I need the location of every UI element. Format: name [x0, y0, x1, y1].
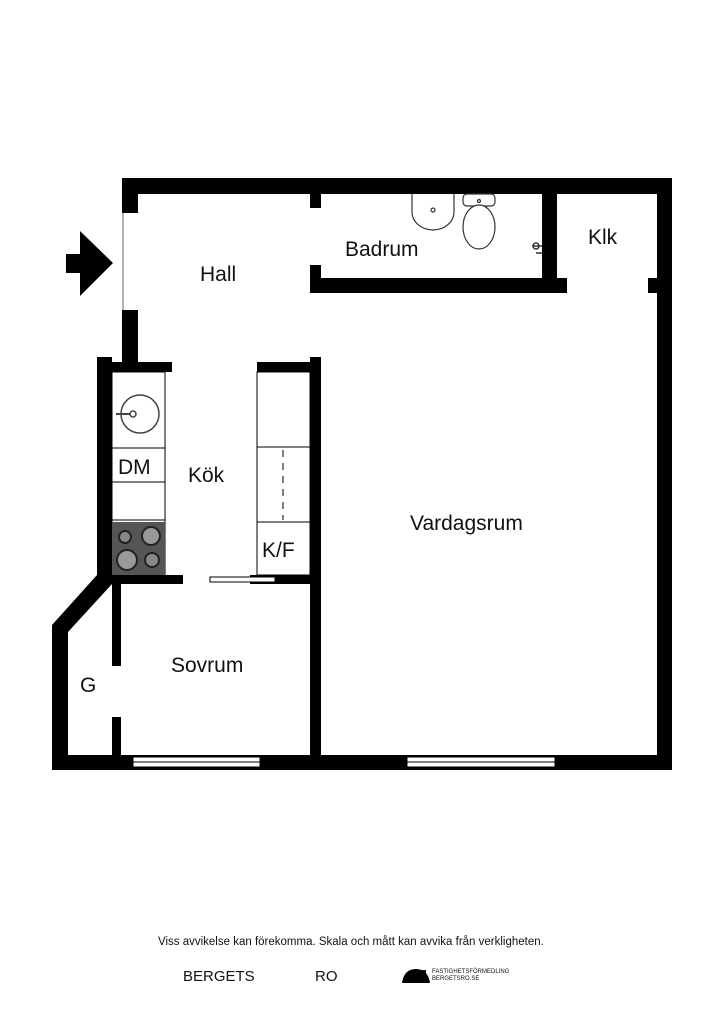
wall-klk-stub	[648, 278, 658, 293]
sliding-door	[209, 576, 276, 583]
wall-hall-left-upper	[122, 178, 138, 213]
wall-angled	[52, 575, 112, 770]
wall-sovrum-left-lower	[112, 717, 121, 757]
logo-bergets: BERGETS	[183, 968, 255, 985]
room-label-kf: K/F	[262, 539, 295, 562]
room-label-sovrum: Sovrum	[171, 654, 243, 677]
bathroom-sink-icon	[411, 194, 455, 231]
logo-ro: RO	[315, 968, 338, 985]
wall-sovrum-left-upper	[112, 583, 121, 666]
stove-icon	[112, 522, 165, 575]
wall-kitchen-left	[97, 357, 112, 582]
room-label-kok: Kök	[188, 464, 225, 487]
entrance-arrow-icon	[66, 231, 113, 296]
wall-bath-top-stub	[310, 194, 321, 208]
room-label-hall: Hall	[200, 263, 236, 286]
wall-center	[310, 357, 321, 770]
wall-bath-right	[542, 194, 557, 293]
wall-hall-left-lower	[122, 310, 138, 365]
room-label-klk: Klk	[588, 226, 618, 249]
kitchen-sink-icon	[116, 394, 160, 434]
room-label-badrum: Badrum	[345, 238, 419, 261]
toilet-icon	[462, 193, 496, 250]
room-label-dm: DM	[118, 456, 151, 479]
wall-kitchen-bottom-left	[97, 575, 183, 584]
logo-tagline-1: FASTIGHETSFÖRMEDLING	[432, 969, 510, 975]
wall-kitchen-top-right	[257, 362, 320, 372]
logo-dome-icon	[402, 969, 430, 983]
disclaimer: Viss avvikelse kan förekomma. Skala och …	[158, 936, 544, 948]
shower-tap-icon	[532, 242, 542, 254]
wall-bath-bottom	[310, 278, 567, 293]
wall-kitchen-top-left	[97, 362, 172, 372]
wall-right	[657, 178, 672, 770]
wall-top	[122, 178, 672, 194]
room-label-vardagsrum: Vardagsrum	[410, 512, 523, 535]
room-label-g: G	[80, 674, 96, 697]
kitchen-counter-right	[256, 371, 311, 576]
windows	[132, 756, 556, 768]
logo-tagline-2: BERGETSRO.SE	[432, 976, 480, 982]
wall-kitchen-bottom-right	[250, 575, 320, 584]
